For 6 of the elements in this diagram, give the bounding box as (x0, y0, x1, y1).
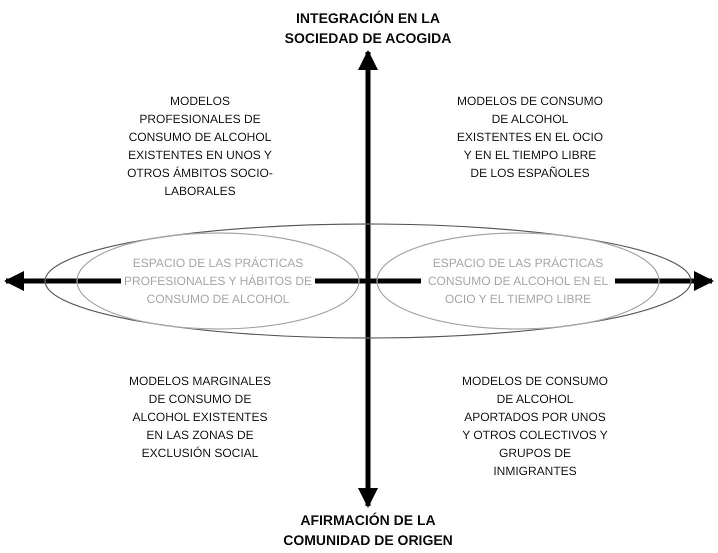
axis-title: INTEGRACIÓN EN LA SOCIEDAD DE ACOGIDA (284, 9, 452, 48)
quadrant-label: MODELOS DE CONSUMO DE ALCOHOL APORTADOS POR UNOS Y OTROS COLECTIVOS Y GRUPOS DE INMIGRANTES (460, 373, 609, 480)
quadrant-label: MODELOS PROFESIONALES DE CONSUMO DE ALCOHOL EXISTENTES EN UNOS Y OTROS ÁMBITOS SOCIO-LABORALES (126, 93, 274, 200)
axis-title: AFIRMACIÓN DE LA COMUNIDAD DE ORIGEN (282, 511, 454, 550)
quadrant-label: MODELOS DE CONSUMO DE ALCOHOL EXISTENTES EN EL OCIO Y EN EL TIEMPO LIBRE DE LOS ESPAÑOLES (456, 93, 604, 182)
quadrant-label: MODELOS MARGINALES DE CONSUMO DE ALCOHOL EXISTENTES EN LAS ZONAS DE EXCLUSIÓN SOCIAL (128, 373, 272, 462)
